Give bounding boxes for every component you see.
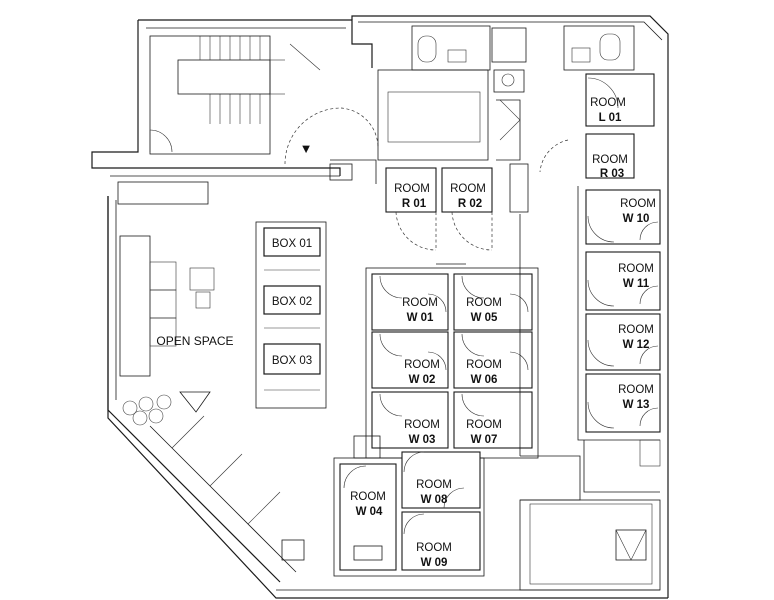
- room-w05: [453, 273, 533, 331]
- room-w09: [401, 511, 481, 571]
- room-r01-id: R 01: [402, 198, 427, 210]
- room-w03-id: W 03: [409, 434, 436, 446]
- room-w06-id: W 06: [471, 374, 498, 386]
- booth-boxes: BOX 01 BOX 02 BOX 03: [255, 221, 327, 409]
- room-w04-id: W 04: [356, 506, 383, 518]
- box-02-label: BOX 02: [272, 296, 312, 308]
- box-03-label: BOX 03: [272, 355, 312, 367]
- room-w11-id: W 11: [623, 278, 650, 290]
- room-w09-id: W 09: [421, 557, 448, 569]
- room-w11: [585, 251, 661, 311]
- room-w07: [453, 391, 533, 449]
- lower-room-block: ROOM W 04 ROOM W 08 ROOM W 09: [333, 435, 485, 577]
- room-w10: [585, 189, 661, 245]
- room-w13: [585, 373, 661, 433]
- room-w10-word: ROOM: [620, 198, 656, 210]
- room-w02-id: W 02: [409, 374, 436, 386]
- box-02: [263, 285, 321, 315]
- service-core: [377, 25, 635, 213]
- room-w10-id: W 10: [623, 213, 650, 225]
- room-l01: [585, 73, 655, 127]
- room-w03: [371, 391, 449, 449]
- room-w13-word: ROOM: [618, 384, 654, 396]
- room-w07-word: ROOM: [466, 419, 502, 431]
- room-l01-word: ROOM: [590, 97, 626, 109]
- stairwell: [149, 35, 321, 155]
- entrance-marker: ▼: [300, 141, 313, 156]
- box-01: [263, 227, 321, 257]
- room-w09-word: ROOM: [416, 542, 452, 554]
- room-w12-word: ROOM: [618, 324, 654, 336]
- room-w08-id: W 08: [421, 494, 448, 506]
- room-w02: [371, 331, 449, 389]
- room-w06: [453, 331, 533, 389]
- room-r02-id: R 02: [458, 198, 482, 210]
- room-w06-word: ROOM: [466, 359, 502, 371]
- room-w11-word: ROOM: [618, 263, 654, 275]
- room-w13-id: W 13: [623, 399, 650, 411]
- room-w01: [371, 273, 449, 331]
- open-space-furniture: [117, 181, 305, 573]
- room-r01: ROOM R 01: [385, 167, 437, 251]
- room-r02-word: ROOM: [450, 183, 486, 195]
- room-w05-word: ROOM: [466, 297, 502, 309]
- box-01-label: BOX 01: [272, 238, 312, 250]
- right-room-column: ROOM L 01 ROOM R 03 ROOM W 10 ROOM W 11 …: [519, 73, 661, 591]
- entrance: ▼: [284, 107, 379, 165]
- room-r03-word: ROOM: [592, 154, 628, 166]
- room-r02: ROOM R 02: [441, 167, 493, 251]
- open-space-label: OPEN SPACE: [156, 334, 233, 348]
- room-w07-id: W 07: [471, 434, 498, 446]
- room-r03: [585, 133, 635, 179]
- building-outline: [91, 15, 669, 599]
- room-r01-word: ROOM: [394, 183, 430, 195]
- room-w01-word: ROOM: [402, 297, 438, 309]
- corridor-walls: [329, 159, 521, 456]
- room-w08: [401, 451, 481, 509]
- room-w01-id: W 01: [407, 312, 434, 324]
- room-w04: [339, 463, 397, 571]
- room-l01-id: L 01: [599, 112, 622, 124]
- room-w03-word: ROOM: [404, 419, 440, 431]
- room-w04-word: ROOM: [350, 491, 386, 503]
- room-w08-word: ROOM: [416, 479, 452, 491]
- center-room-block: ROOM W 01 ROOM W 05 ROOM W 02 ROOM W 06 …: [365, 263, 539, 459]
- room-w02-word: ROOM: [404, 359, 440, 371]
- box-03: [263, 343, 321, 375]
- room-w12-id: W 12: [623, 339, 650, 351]
- room-w05-id: W 05: [471, 312, 498, 324]
- room-r03-id: R 03: [600, 168, 624, 180]
